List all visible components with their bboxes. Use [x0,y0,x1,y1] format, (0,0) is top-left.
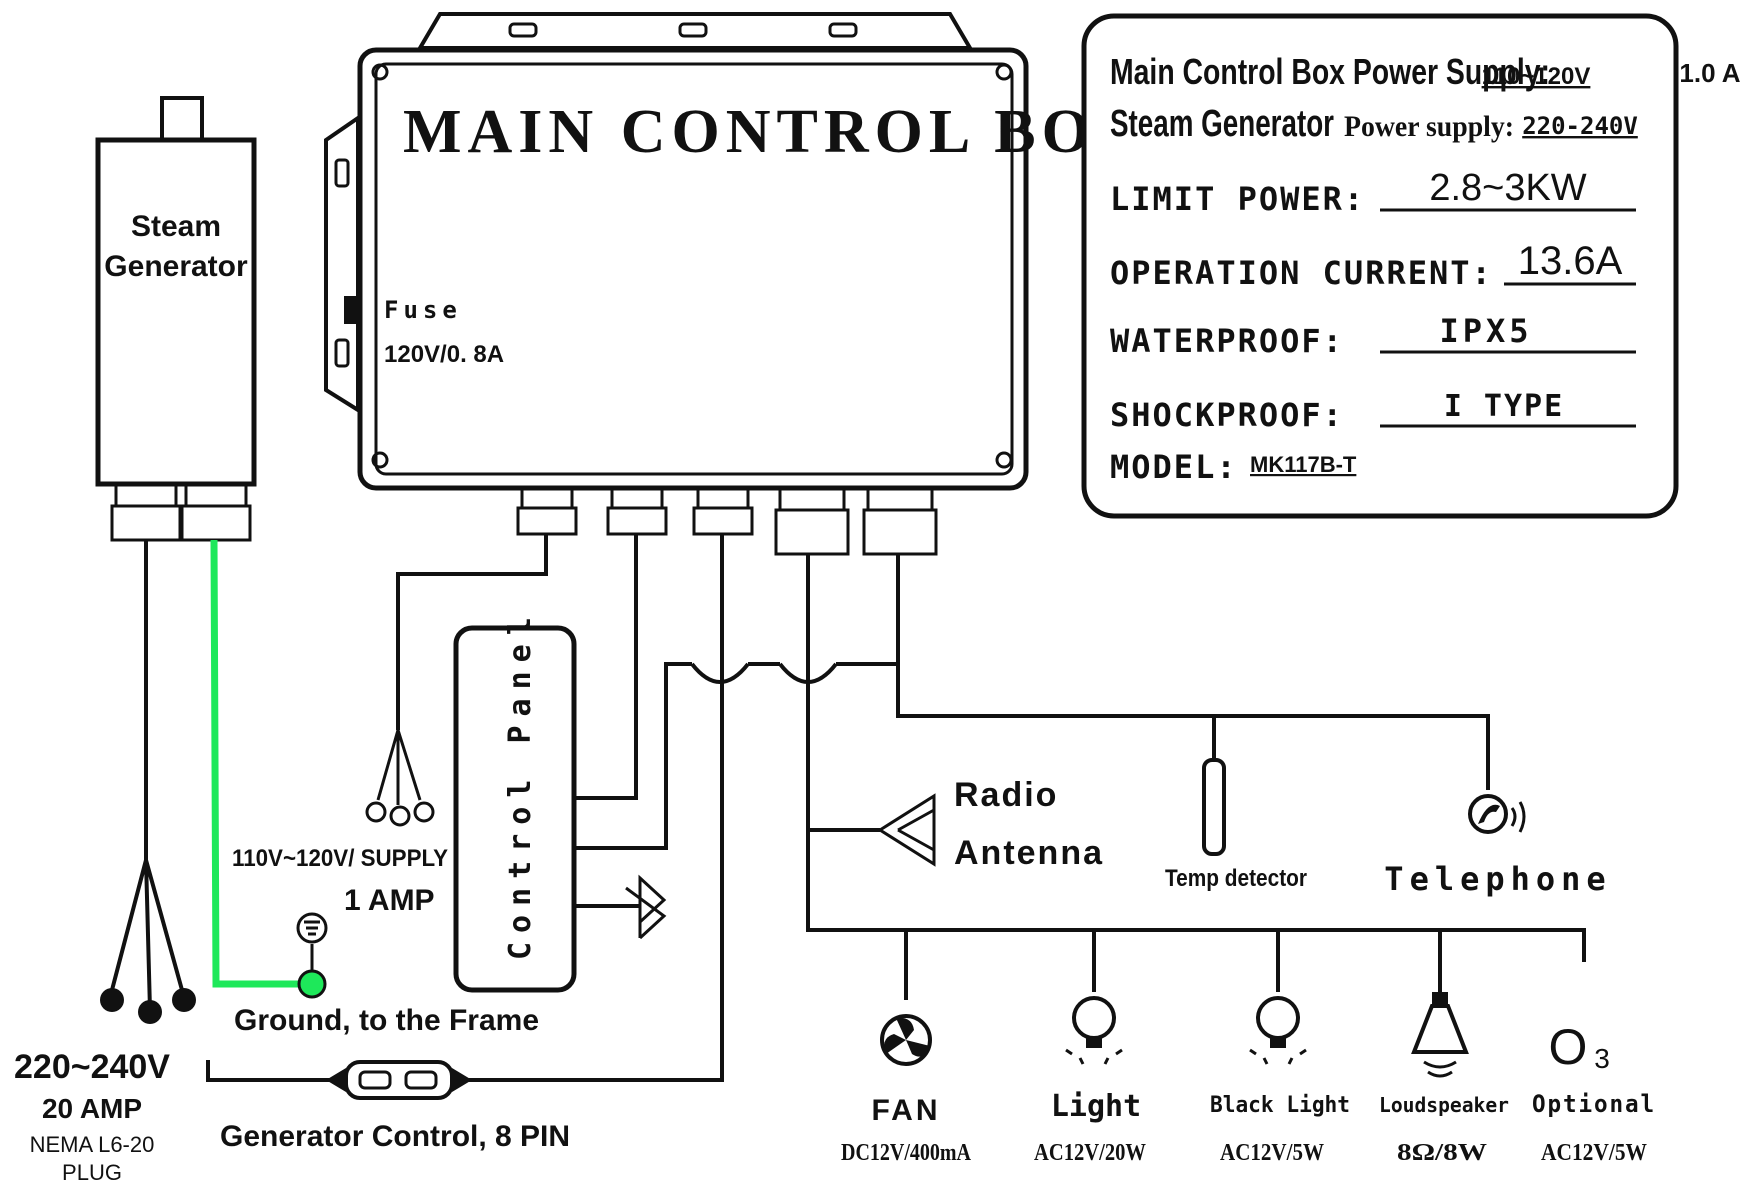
ground-terminal [297,969,327,999]
output-rating-light: AC12V/20W [1034,1140,1146,1166]
model-label: MODEL: [1110,448,1238,486]
telephone-label: Telephone [1384,860,1611,898]
mains-amp-label: 20 AMP [42,1093,142,1124]
radio-antenna-icon [877,793,936,867]
ozone-letter: O [1549,1019,1588,1075]
temp-detector-label: Temp detector [1165,865,1307,892]
generator-control-connector [326,1060,472,1100]
ground-wire [210,539,312,988]
limit-power-label: LIMIT POWER: [1110,180,1365,218]
output-rating-fan: DC12V/400mA [841,1140,972,1166]
bluetooth-icon [625,874,667,940]
shockproof-value: I TYPE [1444,389,1564,424]
control-panel-label: Control Panel [503,608,538,960]
radio-label-2: Antenna [954,834,1104,872]
operation-current-label: OPERATION CURRENT: [1110,254,1493,292]
output-rating-optional: AC12V/5W [1541,1140,1647,1166]
steam-power-value: 220-240V [1522,112,1638,140]
output-name-optional: Optional [1532,1090,1656,1118]
radio-label-1: Radio [954,776,1058,814]
main-power-label: Main Control Box Power Supply: [1110,51,1550,92]
telephone-icon [1468,794,1526,834]
waterproof-value: IPX5 [1439,312,1532,350]
temp-detector-icon [1202,758,1226,856]
output-name-light: Light [1051,1089,1141,1124]
steam-generator-label-1: Steam [131,210,221,243]
steam-generator-label-2: Generator [104,250,248,283]
light-icon [1065,996,1123,1065]
output-name-black-light: Black Light [1210,1093,1350,1118]
spec-panel: Main Control Box Power Supply: 110~120V … [1081,13,1741,519]
mains-voltage-label: 220~240V [14,1048,170,1086]
limit-power-value: 2.8~3KW [1429,167,1586,209]
main-box-title: MAIN CONTROL BOX [403,98,1147,166]
black-light-icon [1249,996,1307,1065]
fuse-rating: 120V/0. 8A [384,341,504,368]
steam-generator: Steam Generator [95,96,257,542]
waterproof-label: WATERPROOF: [1110,322,1344,360]
shockproof-label: SHOCKPROOF: [1110,396,1344,434]
steam-power-label-a: Steam Generator [1110,103,1334,145]
output-rating-loudspeaker: 8Ω/8W [1397,1140,1487,1166]
control-panel: Control Panel [453,608,577,993]
ozone-subscript: 3 [1594,1043,1610,1074]
steam-power-label-b: Power supply: [1344,110,1514,143]
cable-glands [516,486,938,556]
mains-plug-label-1: NEMA L6-20 [30,1132,155,1157]
main-power-value: 110~120V [1482,63,1591,90]
main-power-current: 1.0 A [1679,58,1740,88]
ozone-icon: O 3 [1549,1019,1610,1075]
main-control-box: MAIN CONTROL BOX Fuse 120V/0. 8A [324,12,1147,491]
model-value: MK117B-T [1250,452,1357,477]
wiring [100,534,1586,1082]
fuse-label: Fuse [384,296,462,324]
operation-current-value: 13.6A [1518,239,1623,283]
generator-control-label: Generator Control, 8 PIN [220,1120,570,1153]
loudspeaker-icon [1411,992,1469,1078]
mains-plug-label-2: PLUG [62,1160,122,1185]
supply-voltage-label: 110V~120V/ SUPPLY [232,845,448,872]
ground-label: Ground, to the Frame [234,1004,539,1037]
output-name-loudspeaker: Loudspeaker [1379,1093,1509,1117]
output-name-fan: FAN [872,1094,941,1127]
output-rating-black-light: AC12V/5W [1220,1140,1324,1166]
supply-amp-label: 1 AMP [344,884,435,917]
fan-icon [880,1014,932,1066]
